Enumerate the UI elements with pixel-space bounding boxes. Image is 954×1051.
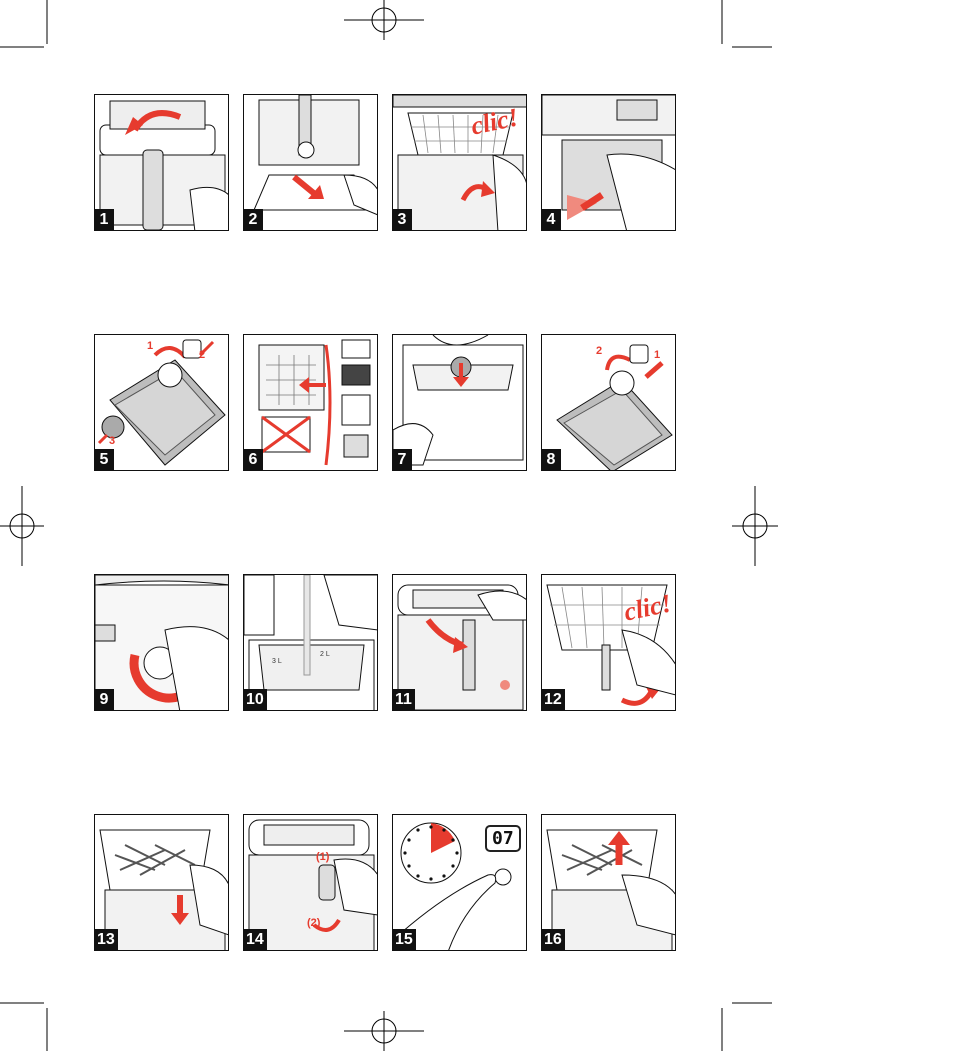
callout-2: 2 <box>199 349 206 361</box>
registration-mark-left <box>0 486 44 566</box>
close-lid-illustration <box>397 584 526 710</box>
step-number: 10 <box>244 689 267 710</box>
drawer-pull-illustration <box>253 95 377 216</box>
step-number: 3 <box>393 209 412 230</box>
basket-clip-illustration <box>393 95 526 230</box>
callout-2: 2 <box>596 345 603 357</box>
step-number: 9 <box>95 689 114 710</box>
step-number: 12 <box>542 689 565 710</box>
level-label-3l: 3 L <box>272 658 282 665</box>
step-panel-4: 4 <box>541 94 676 231</box>
step-panel-9: 9 <box>94 574 229 711</box>
basket-handle-clip-illustration <box>546 584 675 706</box>
registration-mark-right <box>732 486 778 566</box>
cap-screw-in-illustration <box>393 335 524 466</box>
step-panel-6: 6 <box>243 334 378 471</box>
timer-display: 07 <box>485 825 521 852</box>
step-panel-16: 16 <box>541 814 676 951</box>
step-panel-13: 13 <box>94 814 229 951</box>
thermostat-dial-illustration <box>95 575 228 710</box>
step-number: 2 <box>244 209 263 230</box>
registration-mark-top <box>344 0 424 40</box>
step-panel-11: 11 <box>392 574 527 711</box>
fryer-lid-open-illustration <box>99 100 228 230</box>
step-number: 7 <box>393 449 412 470</box>
step-panel-8: 2 1 8 <box>541 334 676 471</box>
step-number: 8 <box>542 449 561 470</box>
step-number: 6 <box>244 449 263 470</box>
step-panel-2: 2 <box>243 94 378 231</box>
step-number: 16 <box>542 929 565 950</box>
callout-1: 1 <box>147 340 154 352</box>
cap-unscrew-illustration <box>97 339 226 466</box>
filter-panel-removal-illustration <box>542 95 675 230</box>
step-number: 4 <box>542 209 561 230</box>
step-number: 1 <box>95 209 114 230</box>
step-panel-1: 1 <box>94 94 229 231</box>
timer-illustration <box>393 822 512 950</box>
cap-refit-illustration <box>556 344 673 470</box>
step-number: 15 <box>393 929 416 950</box>
callout-2: (2) <box>307 917 321 929</box>
callout-1: 1 <box>654 349 661 361</box>
step-panel-5: 1 2 3 5 <box>94 334 229 471</box>
callout-1: (1) <box>316 851 330 863</box>
level-label-2l: 2 L <box>320 651 330 658</box>
step-number: 14 <box>244 929 267 950</box>
raise-basket-illustration <box>546 829 675 950</box>
step-number: 13 <box>95 929 118 950</box>
registration-mark-bottom <box>344 1011 424 1051</box>
lower-basket-illustration <box>99 829 228 950</box>
step-panel-10: 3 L 2 L 10 <box>243 574 378 711</box>
step-panel-14: (1) (2) 14 <box>243 814 378 951</box>
step-panel-15: 07 15 <box>392 814 527 951</box>
step-panel-7: 7 <box>392 334 527 471</box>
lid-handle-illustration <box>248 819 377 950</box>
callout-3: 3 <box>109 435 116 447</box>
fill-oil-illustration <box>244 575 377 710</box>
dishwasher-parts-illustration <box>258 339 371 466</box>
step-panel-12: clic! 12 <box>541 574 676 711</box>
step-panel-3: clic! 3 <box>392 94 527 231</box>
step-number: 5 <box>95 449 114 470</box>
step-number: 11 <box>393 689 415 710</box>
